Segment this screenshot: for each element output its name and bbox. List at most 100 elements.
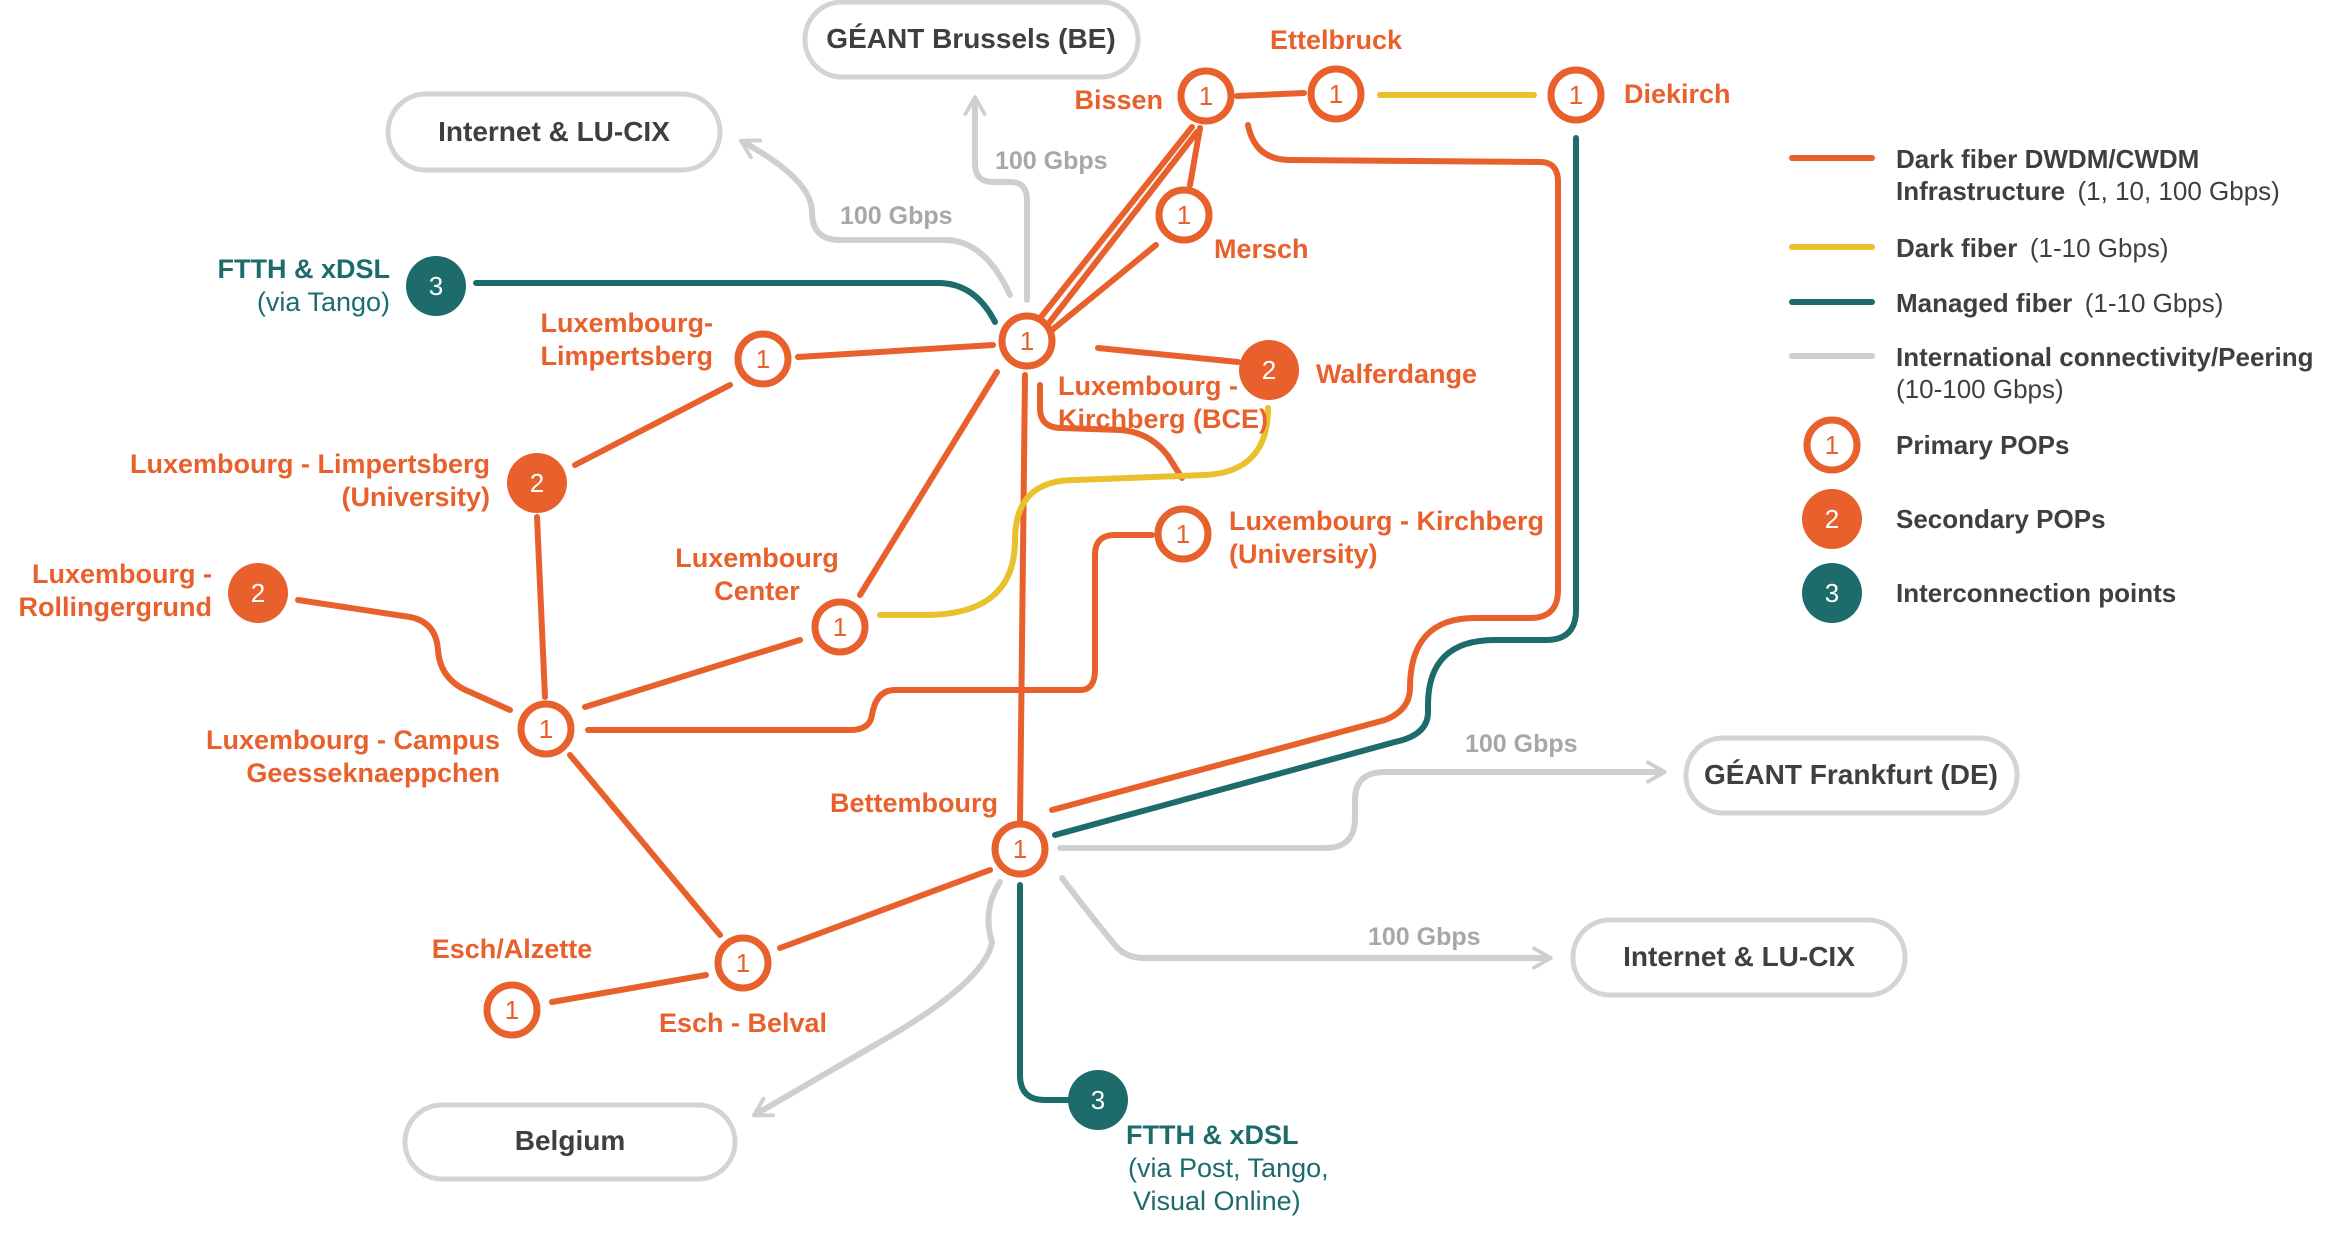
node-mersch: 1 Mersch [1155, 186, 1309, 264]
node-ftth-tango-label-2: (via Tango) [257, 287, 390, 317]
link-campus-kirchberguni [585, 532, 1155, 733]
node-limpertsberg: 1 Luxembourg- Limpertsberg [540, 308, 792, 388]
svg-text:1: 1 [736, 948, 750, 978]
node-rollingergrund-label-2: Rollingergrund [19, 592, 212, 622]
link-bissen-mersch [1187, 125, 1203, 188]
node-esch-belval-label: Esch - Belval [659, 1008, 827, 1038]
geant-brussels-box: GÉANT Brussels (BE) [802, 0, 1141, 80]
belgium-box: Belgium [402, 1102, 738, 1182]
node-bissen-label: Bissen [1074, 85, 1163, 115]
node-limpertsberg-uni-label-2: (University) [341, 482, 490, 512]
node-diekirch-label: Diekirch [1624, 79, 1731, 109]
svg-text:2: 2 [1262, 355, 1276, 385]
link-belval-bettembourg [777, 867, 993, 951]
node-esch-alzette-label: Esch/Alzette [432, 934, 593, 964]
legend-primary: Primary POPs [1896, 430, 2069, 460]
link-campus-belval [567, 752, 723, 938]
node-ftth-tango-label-1: FTTH & xDSL [218, 254, 391, 284]
svg-text:1: 1 [1199, 81, 1213, 111]
node-kirchberg-uni-label-1: Luxembourg - Kirchberg [1229, 506, 1544, 536]
link-kirchberg-bissen [1034, 124, 1195, 325]
geant-frankfurt-label: GÉANT Frankfurt (DE) [1704, 759, 1998, 790]
svg-text:1: 1 [1013, 834, 1027, 864]
svg-text:1: 1 [1176, 519, 1190, 549]
link-rollingergrund-campus [295, 597, 513, 713]
node-walferdange-label: Walferdange [1316, 359, 1477, 389]
belgium-label: Belgium [515, 1125, 625, 1156]
legend: Dark fiber DWDM/CWDM Infrastructure (1, … [1789, 144, 2314, 623]
svg-text:2: 2 [251, 578, 265, 608]
svg-text:1: 1 [1825, 430, 1839, 460]
legend-primary-icon [1803, 416, 1861, 474]
node-center-label-1: Luxembourg [675, 543, 839, 573]
legend-interconnection-icon [1802, 563, 1862, 623]
node-diekirch: 1 Diekirch [1547, 66, 1731, 124]
svg-text:1: 1 [1177, 200, 1191, 230]
managed-fiber-links [473, 135, 1579, 1103]
legend-intl-line1: International connectivity/Peering [1896, 342, 2314, 372]
node-limpertsberg-uni-label-1: Luxembourg - Limpertsberg [130, 449, 490, 479]
internet-lucix-top-box: Internet & LU-CIX [385, 91, 723, 173]
legend-dwdm-line2: Infrastructure (1, 10, 100 Gbps) [1896, 176, 2280, 206]
link-center-walferdange [877, 405, 1271, 618]
node-kirchberg-uni: 1 Luxembourg - Kirchberg (University) [1154, 505, 1544, 569]
legend-secondary-icon [1802, 489, 1862, 549]
node-campus-label-1: Luxembourg - Campus [206, 725, 500, 755]
link-kirchberg-limpertsberg [795, 342, 996, 360]
node-ftth-post-label-3: Visual Online) [1133, 1186, 1301, 1216]
internet-lucix-bottom-label: Internet & LU-CIX [1623, 941, 1855, 972]
dwdm-links [295, 90, 1561, 1005]
link-kirchberg-center [857, 369, 1000, 598]
svg-text:3: 3 [1825, 578, 1839, 608]
link-kirchberg-brussels [963, 95, 1030, 303]
svg-text:1: 1 [539, 714, 553, 744]
link-kirchberg-mersch [1049, 242, 1159, 333]
node-limpertsberg-label-1: Luxembourg- [541, 308, 714, 338]
node-bissen: 1 Bissen [1074, 67, 1235, 125]
node-ettelbruck-label: Ettelbruck [1270, 25, 1403, 55]
svg-text:3: 3 [429, 271, 443, 301]
node-mersch-label: Mersch [1214, 234, 1309, 264]
internet-lucix-top-label: Internet & LU-CIX [438, 116, 670, 147]
legend-dwdm-line1: Dark fiber DWDM/CWDM [1896, 144, 2199, 174]
node-limpertsberg-uni: 2 Luxembourg - Limpertsberg (University) [130, 449, 567, 513]
svg-text:1: 1 [1020, 326, 1034, 356]
node-campus-label-2: Geesseknaeppchen [246, 758, 500, 788]
internet-lucix-bottom-box: Internet & LU-CIX [1570, 917, 1908, 998]
node-kirchberg-bce-label-1: Luxembourg - [1058, 371, 1238, 401]
link-limpertsberg-limpertsberguni [572, 382, 733, 468]
svg-text:2: 2 [1825, 504, 1839, 534]
dark-fiber-links [877, 92, 1537, 618]
svg-text:1: 1 [1569, 80, 1583, 110]
link-bettembourg-ftthpost [1017, 882, 1073, 1103]
link-limpertsberguni-campus [534, 514, 548, 700]
legend-secondary: Secondary POPs [1896, 504, 2106, 534]
node-ftth-tango: 3 FTTH & xDSL (via Tango) [218, 254, 466, 317]
speed-internet-top: 100 Gbps [840, 202, 953, 230]
svg-text:1: 1 [1329, 79, 1343, 109]
link-kirchberg-internet-top [738, 138, 1013, 298]
node-esch-alzette: 1 Esch/Alzette [432, 934, 593, 1039]
svg-text:1: 1 [833, 612, 847, 642]
node-ftth-post: 3 FTTH & xDSL (via Post, Tango, Visual O… [1068, 1070, 1329, 1216]
svg-text:2: 2 [530, 468, 544, 498]
link-kirchberg-walferdange [1095, 345, 1241, 365]
link-kirchberg-bissen-2 [1039, 129, 1200, 335]
geant-brussels-label: GÉANT Brussels (BE) [826, 23, 1115, 54]
node-ettelbruck: 1 Ettelbruck [1270, 25, 1403, 123]
node-esch-belval: 1 Esch - Belval [659, 934, 827, 1038]
link-kirchberg-kirchberguni [1037, 382, 1185, 481]
international-links [738, 95, 1667, 1118]
svg-text:1: 1 [756, 344, 770, 374]
node-limpertsberg-label-2: Limpertsberg [540, 341, 713, 371]
legend-intl-line2: (10-100 Gbps) [1896, 374, 2064, 404]
svg-text:1: 1 [505, 995, 519, 1025]
node-center-label-2: Center [714, 576, 800, 606]
link-eschalzette-belval [549, 972, 709, 1005]
node-ftth-post-label-1: FTTH & xDSL [1126, 1120, 1299, 1150]
geant-frankfurt-box: GÉANT Frankfurt (DE) [1683, 735, 2020, 816]
legend-dark: Dark fiber (1-10 Gbps) [1896, 233, 2169, 263]
link-ftthtango-kirchberg [473, 280, 998, 325]
node-rollingergrund-label-1: Luxembourg - [32, 559, 212, 589]
